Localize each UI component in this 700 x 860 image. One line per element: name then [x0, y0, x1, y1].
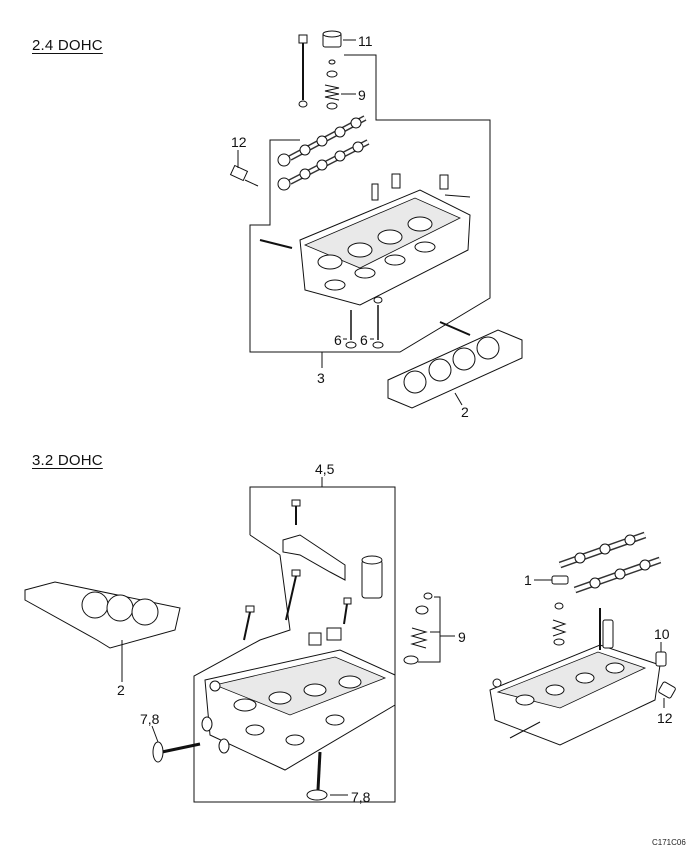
callout-6b: 6 [360, 332, 368, 348]
dowel-pin [371, 183, 379, 201]
callout-11: 11 [358, 33, 373, 49]
cap-small-2 [326, 627, 342, 641]
stud-right [439, 321, 471, 336]
callout-7-8-bottom: 7,8 [351, 789, 371, 805]
head-gasket-32 [24, 581, 181, 649]
sensor-part-10 [655, 651, 667, 667]
valve-spring-part-9 [324, 59, 340, 110]
valve-spring-32-part-9 [403, 592, 433, 665]
seal-left-1 [201, 716, 213, 732]
callout-2-top: 2 [461, 404, 469, 420]
cam-bearing-cap [282, 534, 346, 581]
bolt-long-2 [243, 605, 255, 641]
cylinder-head-24-assembly [229, 30, 523, 409]
head-bolt [298, 34, 308, 108]
bracket-mid [391, 173, 401, 189]
cap-small-1 [308, 632, 322, 646]
callout-6a: 6 [334, 332, 342, 348]
callout-7-8-left: 7,8 [140, 711, 160, 727]
rocker-arm-part-1 [551, 575, 569, 585]
cylinder-head-32-assembly [24, 477, 676, 803]
cam-seal-lower [277, 177, 291, 191]
callout-9-top: 9 [358, 87, 366, 103]
seal-left-2 [218, 738, 230, 754]
head-32-ports [209, 675, 362, 746]
bolt-long-1 [285, 569, 301, 621]
head-32-right-ports [492, 662, 625, 706]
spark-plug-tube [361, 555, 383, 599]
callout-12-top: 12 [231, 134, 247, 150]
callout-3: 3 [317, 370, 325, 386]
callout-4-5: 4,5 [315, 461, 335, 477]
sensor-part-12 [229, 164, 259, 187]
callout-10: 10 [654, 626, 670, 642]
bolt-short [291, 499, 301, 525]
tube-right [602, 619, 614, 649]
callout-9-bottom: 9 [458, 629, 466, 645]
callout-1: 1 [524, 572, 532, 588]
figure-id: C171C06 [652, 838, 686, 847]
section-title-24-dohc: 2.4 DOHC [32, 37, 103, 54]
valve-32-lower [306, 751, 328, 801]
camshafts-32 [558, 531, 662, 594]
stud-left [259, 239, 293, 249]
valve-spring-32-right [551, 602, 567, 646]
cam-seal-upper [277, 153, 291, 167]
camshaft-lower [288, 139, 370, 185]
head-ports [317, 216, 436, 291]
assembly-3-bracket [249, 54, 491, 353]
valve-part-6b [372, 296, 384, 349]
callout-2-bottom: 2 [117, 682, 125, 698]
valve-part-6a [345, 310, 357, 349]
tappet-part-11 [322, 30, 342, 48]
bracket-right [439, 174, 449, 190]
head-gasket-24 [387, 329, 523, 409]
camshaft-upper [288, 115, 367, 161]
bolt-mid [343, 597, 352, 625]
section-title-32-dohc: 3.2 DOHC [32, 452, 103, 469]
callout-12-bottom: 12 [657, 710, 673, 726]
sensor-part-12-right [658, 681, 676, 699]
valve-32-left [152, 741, 201, 763]
